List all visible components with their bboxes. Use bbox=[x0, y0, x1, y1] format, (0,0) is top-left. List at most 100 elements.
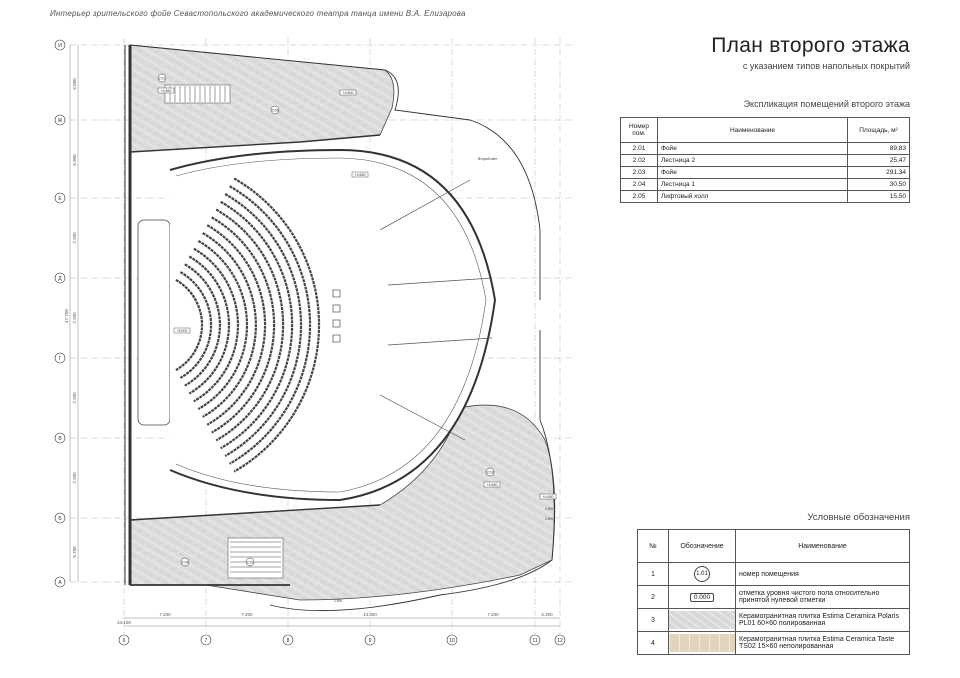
seat-row bbox=[224, 193, 303, 457]
row-axis-label: Ж bbox=[58, 118, 63, 124]
row-axis-markers: И Ж Е Д Г В Б А bbox=[54, 39, 66, 588]
seat-row bbox=[179, 271, 213, 379]
row-axis-marker: Б bbox=[54, 512, 66, 524]
svg-text:2.01: 2.01 bbox=[159, 76, 166, 80]
dimension-label: 6.900 bbox=[72, 154, 77, 166]
col-axis-label: 11 bbox=[532, 638, 537, 644]
row-axis-marker: А bbox=[54, 576, 66, 588]
col-axis-label: 8 bbox=[287, 638, 290, 644]
row-axis-label: А bbox=[58, 580, 62, 586]
seat-row bbox=[193, 247, 240, 403]
seat-row bbox=[220, 200, 294, 450]
seat-row bbox=[175, 278, 204, 372]
slope-marks: 1.5% 1.5% 1.5% bbox=[334, 507, 553, 603]
seat-row bbox=[202, 232, 257, 418]
explication-caption: Экспликация помещений второго этажа bbox=[743, 99, 910, 109]
legend-table: № Обозначение Наименование 1 1.01 номер … bbox=[637, 529, 910, 655]
row-axis-marker: В bbox=[54, 432, 66, 444]
column-header: Площадь, м² bbox=[847, 117, 910, 143]
dimension-total-label: 47.700 bbox=[64, 309, 69, 323]
svg-text:2.03: 2.03 bbox=[487, 470, 494, 474]
row-axis-marker: Ж bbox=[54, 114, 66, 126]
dimension-label: 7.200 bbox=[72, 472, 77, 484]
page-subtitle: с указанием типов напольных покрытий bbox=[742, 61, 910, 71]
dimension-label: 7.200 bbox=[487, 612, 499, 617]
level-mark: +5.000 bbox=[173, 327, 191, 334]
room-tag: 2.05 bbox=[270, 105, 280, 115]
row-axis-marker: Д bbox=[54, 272, 66, 284]
level-mark: +4.650 bbox=[539, 493, 557, 500]
auditorium: Второй свет bbox=[137, 148, 498, 502]
stage bbox=[137, 219, 171, 426]
col-axis-label: 12 bbox=[557, 638, 563, 644]
table-row: 3 Керамогранитная плитка Estima Ceramica… bbox=[637, 608, 910, 632]
seat-row bbox=[211, 216, 276, 434]
table-row: 4 Керамогранитная плитка Estima Ceramica… bbox=[637, 631, 910, 655]
col-axis-marker: 6 bbox=[118, 634, 130, 646]
slope-mark: 1.5% bbox=[334, 599, 342, 603]
level-mark-symbol: 0.000 bbox=[689, 592, 715, 602]
seat-row bbox=[184, 263, 222, 387]
col-axis-marker: 9 bbox=[364, 634, 376, 646]
row-axis-label: Е bbox=[58, 196, 62, 202]
svg-text:2.02: 2.02 bbox=[247, 560, 254, 564]
column-header: Номер пом. bbox=[620, 117, 658, 143]
room-tag: 2.04 bbox=[180, 557, 190, 567]
dimension-label: 14.400 bbox=[363, 612, 377, 617]
second-light-label: Второй свет bbox=[478, 157, 498, 161]
control-booth-seats bbox=[332, 289, 341, 343]
slope-mark: 1.5% bbox=[545, 517, 553, 521]
seat-row bbox=[188, 255, 230, 395]
column-header: Наименование bbox=[735, 529, 910, 563]
level-mark: +4.650 bbox=[157, 87, 175, 94]
dimension-total-label: 24.100 bbox=[117, 620, 131, 625]
room-tag: 2.03 bbox=[485, 467, 495, 477]
seat-row bbox=[197, 239, 248, 411]
balcony-radial-beams bbox=[379, 179, 493, 441]
col-axis-marker: 10 bbox=[446, 634, 458, 646]
row-axis-marker: Е bbox=[54, 192, 66, 204]
auditorium-inner-shell bbox=[175, 157, 487, 493]
seat-row bbox=[229, 185, 312, 465]
column-header: Наименование bbox=[657, 117, 848, 143]
beige-tile-swatch bbox=[669, 634, 735, 652]
bottom-dimension-chain: 7.200 7.200 14.400 7.200 2.400 24.100 bbox=[117, 612, 560, 627]
col-axis-label: 6 bbox=[123, 638, 126, 644]
column-header: № bbox=[637, 529, 669, 563]
column-header: Обозначение bbox=[668, 529, 736, 563]
dimension-label: 7.200 bbox=[72, 392, 77, 404]
column-axis-markers: 6 7 8 9 10 11 12 bbox=[118, 634, 566, 646]
col-axis-label: 10 bbox=[449, 638, 455, 644]
explication-table: Номер пом. Наименование Площадь, м² 2.01… bbox=[620, 117, 910, 203]
dimension-label: 6.000 bbox=[72, 78, 77, 90]
col-axis-label: 7 bbox=[205, 638, 208, 644]
svg-text:+4.650: +4.650 bbox=[543, 495, 554, 499]
seat-row bbox=[206, 224, 267, 426]
table-row: 2 0.000 отметка уровня чистого пола отно… bbox=[637, 585, 910, 609]
seat-row bbox=[233, 177, 321, 473]
svg-text:+4.800: +4.800 bbox=[343, 91, 354, 95]
room-tag-symbol: 1.01 bbox=[694, 566, 710, 582]
row-axis-label: В bbox=[58, 436, 62, 442]
page-title: План второго этажа bbox=[711, 34, 910, 57]
svg-text:2.04: 2.04 bbox=[182, 560, 189, 564]
slope-mark: 1.5% bbox=[545, 507, 553, 511]
room-tags: 2.01 2.02 2.03 2.04 2.05 bbox=[157, 73, 495, 567]
seat-row bbox=[215, 208, 285, 442]
room-tag: 2.02 bbox=[245, 557, 255, 567]
dimension-label: 7.200 bbox=[72, 232, 77, 244]
table-row: 1 1.01 номер помещения bbox=[637, 562, 910, 586]
level-marks: +4.650 +4.800 +5.000 +4.650 +4.650 +4.65… bbox=[157, 87, 557, 500]
stair-1 bbox=[164, 84, 231, 104]
dimension-label: 5.700 bbox=[72, 546, 77, 558]
col-axis-label: 9 bbox=[369, 638, 372, 644]
grey-tile-swatch bbox=[669, 611, 735, 629]
level-mark: +4.650 bbox=[483, 481, 501, 488]
row-axis-label: Д bbox=[58, 276, 62, 282]
row-axis-label: Б bbox=[58, 516, 62, 522]
